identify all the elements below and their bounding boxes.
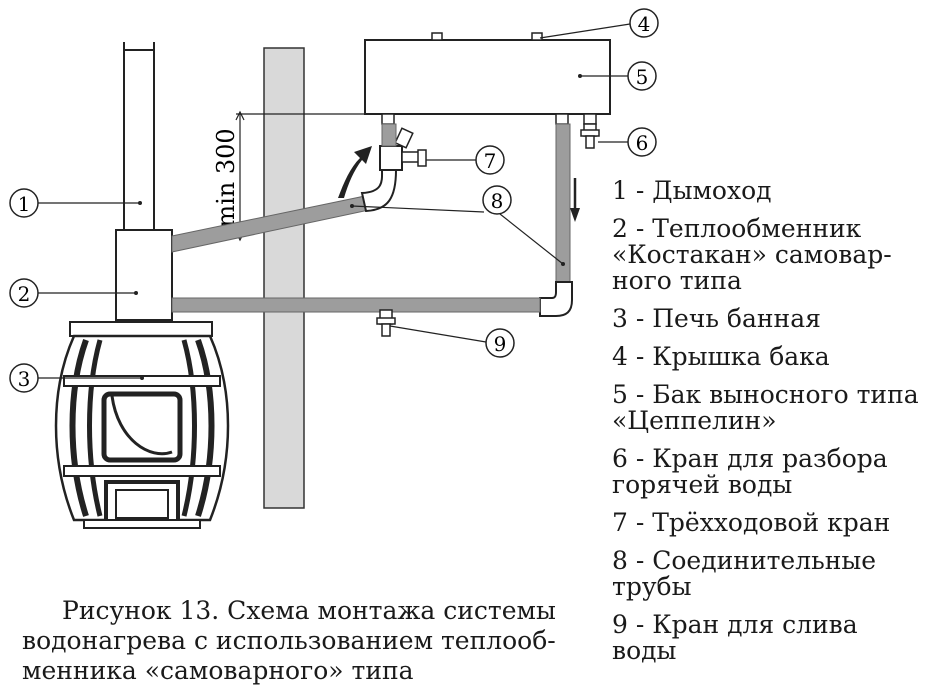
tank bbox=[364, 39, 611, 115]
callout-5: 5 bbox=[578, 61, 657, 91]
svg-text:4: 4 bbox=[638, 12, 651, 36]
callout-3: 3 bbox=[9, 363, 144, 393]
legend-item-8: 8 - Соединительные трубы bbox=[612, 546, 877, 601]
svg-text:2: 2 bbox=[18, 282, 31, 306]
svg-text:6: 6 bbox=[636, 131, 649, 155]
legend-item-1: 1 - Дымоход bbox=[612, 176, 772, 205]
svg-text:8: 8 bbox=[491, 189, 504, 213]
legend-item-3: 3 - Печь банная bbox=[612, 304, 821, 333]
flow-arrow-down bbox=[570, 208, 580, 222]
legend-item-7: 7 - Трёхходовой кран bbox=[612, 508, 891, 537]
callout-2: 2 bbox=[9, 278, 138, 308]
legend: 1 - Дымоход 2 - Теплообменник «Костакан»… bbox=[612, 178, 922, 676]
upper-elbow bbox=[360, 169, 398, 213]
return-pipe-lower bbox=[171, 297, 541, 313]
heat-exchanger bbox=[115, 229, 173, 321]
callout-8: 8 bbox=[350, 185, 565, 266]
callout-7: 7 bbox=[426, 145, 505, 175]
flow-arrow-up bbox=[338, 146, 372, 198]
svg-text:5: 5 bbox=[636, 65, 649, 89]
tank-lid-1 bbox=[431, 32, 443, 41]
legend-item-6: 6 - Кран для разбора горячей воды bbox=[612, 444, 888, 499]
svg-text:7: 7 bbox=[484, 149, 497, 173]
legend-item-2: 2 - Теплообменник «Костакан» самовар- но… bbox=[612, 214, 892, 295]
callout-4: 4 bbox=[539, 8, 659, 39]
callout-1: 1 bbox=[9, 188, 142, 218]
callout-6: 6 bbox=[598, 127, 657, 157]
callout-9: 9 bbox=[389, 325, 515, 358]
svg-text:3: 3 bbox=[18, 367, 31, 391]
tank-lid-2 bbox=[531, 32, 543, 41]
legend-item-5: 5 - Бак выносного типа «Цеппелин» bbox=[612, 380, 919, 435]
svg-text:1: 1 bbox=[18, 192, 31, 216]
legend-item-4: 4 - Крышка бака bbox=[612, 342, 830, 371]
dimension-label: min 300 bbox=[212, 128, 240, 227]
svg-text:9: 9 bbox=[494, 332, 507, 356]
legend-item-9: 9 - Кран для слива воды bbox=[612, 610, 858, 665]
wall bbox=[263, 47, 305, 509]
figure-caption: Рисунок 13. Схема монтажа системы водона… bbox=[22, 596, 556, 685]
three-way-valve bbox=[379, 145, 403, 171]
lower-elbow bbox=[539, 281, 573, 317]
sauna-stove bbox=[54, 321, 230, 529]
